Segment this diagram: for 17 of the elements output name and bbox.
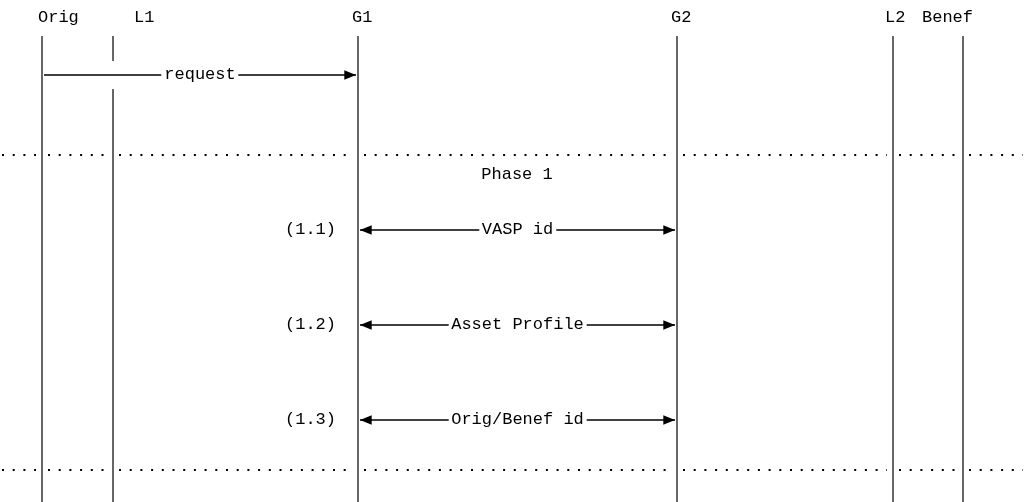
edge-label: request <box>161 66 239 84</box>
participant-lifeline <box>350 8 373 502</box>
participant-label: G2 <box>671 8 692 28</box>
step-number: (1.1) <box>285 220 336 240</box>
participant-lifeline <box>111 8 155 61</box>
edge-label: Orig/Benef id <box>448 411 587 429</box>
participant-label: G1 <box>352 8 373 28</box>
participant-label: L2 <box>885 8 906 28</box>
phase-label: Phase 1 <box>481 165 553 185</box>
participant-lifeline <box>36 8 79 502</box>
participant-label: L1 <box>134 8 155 28</box>
participant-label: Orig <box>38 8 79 28</box>
participant-lifeline <box>669 8 692 502</box>
participant-lifeline <box>920 8 974 502</box>
participant-label: Benef <box>922 8 973 28</box>
step-number: (1.2) <box>285 315 336 335</box>
step-number: (1.3) <box>285 410 336 430</box>
